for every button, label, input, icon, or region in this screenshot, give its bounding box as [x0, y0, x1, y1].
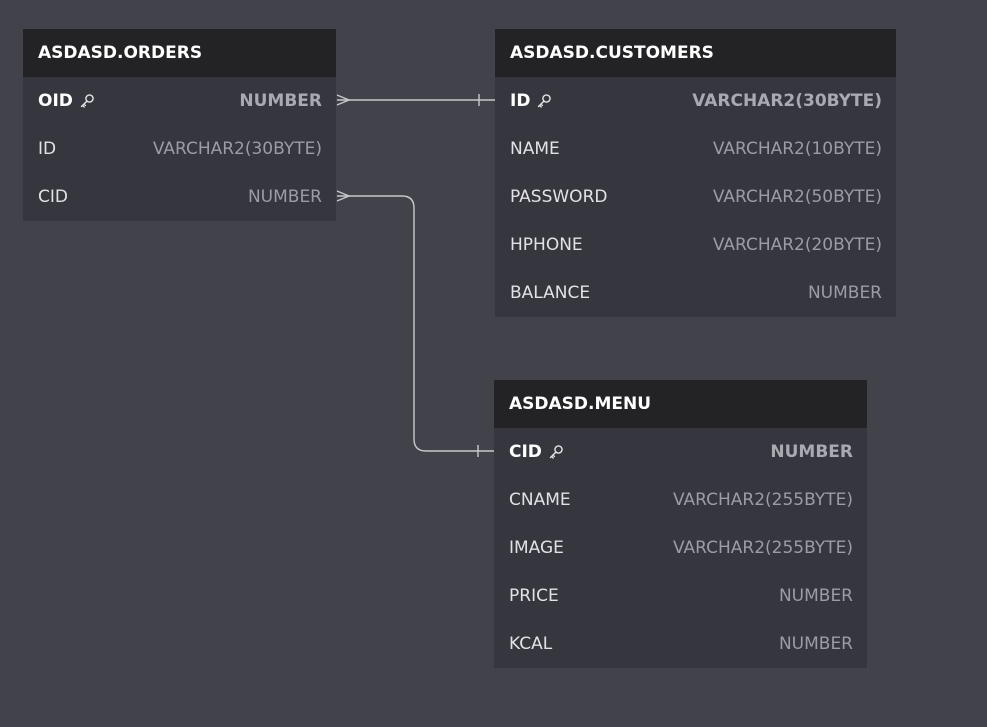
- column-name: IMAGE: [509, 538, 564, 558]
- key-icon: [536, 93, 552, 109]
- column-type: NUMBER: [778, 586, 853, 606]
- column-name: CNAME: [509, 490, 571, 510]
- column-row-price[interactable]: PRICE NUMBER: [494, 572, 867, 620]
- column-type: NUMBER: [778, 634, 853, 654]
- column-row-id[interactable]: ID VARCHAR2(30BYTE): [495, 77, 896, 125]
- key-icon: [548, 444, 564, 460]
- column-type: VARCHAR2(10BYTE): [712, 139, 882, 159]
- column-type: NUMBER: [807, 283, 882, 303]
- table-title[interactable]: ASDASD.MENU: [494, 380, 867, 428]
- column-type: NUMBER: [239, 91, 322, 111]
- relationship-orders-customers[interactable]: [336, 94, 495, 106]
- crowfoot-many-marker: [336, 190, 351, 202]
- table-orders[interactable]: ASDASD.ORDERS OID NUMBER ID VARCHAR2(30B…: [23, 29, 336, 221]
- key-icon: [79, 93, 95, 109]
- column-row-cid[interactable]: CID NUMBER: [494, 428, 867, 476]
- column-name: OID: [38, 91, 73, 111]
- column-row-oid[interactable]: OID NUMBER: [23, 77, 336, 125]
- table-title[interactable]: ASDASD.ORDERS: [23, 29, 336, 77]
- column-row-hphone[interactable]: HPHONE VARCHAR2(20BYTE): [495, 221, 896, 269]
- column-name: KCAL: [509, 634, 553, 654]
- column-type: NUMBER: [770, 442, 853, 462]
- column-name: CID: [38, 187, 68, 207]
- column-type: VARCHAR2(30BYTE): [152, 139, 322, 159]
- crowfoot-many-marker: [336, 94, 351, 106]
- column-name: NAME: [510, 139, 560, 159]
- column-type: VARCHAR2(30BYTE): [692, 91, 882, 111]
- column-type: NUMBER: [247, 187, 322, 207]
- column-type: VARCHAR2(20BYTE): [712, 235, 882, 255]
- column-name: CID: [509, 442, 542, 462]
- column-row-name[interactable]: NAME VARCHAR2(10BYTE): [495, 125, 896, 173]
- column-name: BALANCE: [510, 283, 591, 303]
- column-row-balance[interactable]: BALANCE NUMBER: [495, 269, 896, 317]
- connector-line: [337, 195, 494, 452]
- column-type: VARCHAR2(255BYTE): [672, 490, 853, 510]
- column-row-cid[interactable]: CID NUMBER: [23, 173, 336, 221]
- column-name: HPHONE: [510, 235, 583, 255]
- column-row-password[interactable]: PASSWORD VARCHAR2(50BYTE): [495, 173, 896, 221]
- table-title[interactable]: ASDASD.CUSTOMERS: [495, 29, 896, 77]
- column-row-image[interactable]: IMAGE VARCHAR2(255BYTE): [494, 524, 867, 572]
- column-row-cname[interactable]: CNAME VARCHAR2(255BYTE): [494, 476, 867, 524]
- table-customers[interactable]: ASDASD.CUSTOMERS ID VARCHAR2(30BYTE) NAM…: [495, 29, 896, 317]
- column-type: VARCHAR2(255BYTE): [672, 538, 853, 558]
- column-row-id[interactable]: ID VARCHAR2(30BYTE): [23, 125, 336, 173]
- table-menu[interactable]: ASDASD.MENU CID NUMBER CNAME VARCHAR2(25…: [494, 380, 867, 668]
- column-type: VARCHAR2(50BYTE): [712, 187, 882, 207]
- column-name: ID: [38, 139, 57, 159]
- column-name: PASSWORD: [510, 187, 608, 207]
- column-row-kcal[interactable]: KCAL NUMBER: [494, 620, 867, 668]
- column-name: ID: [510, 91, 531, 111]
- column-name: PRICE: [509, 586, 559, 606]
- relationship-orders-menu[interactable]: [336, 190, 494, 457]
